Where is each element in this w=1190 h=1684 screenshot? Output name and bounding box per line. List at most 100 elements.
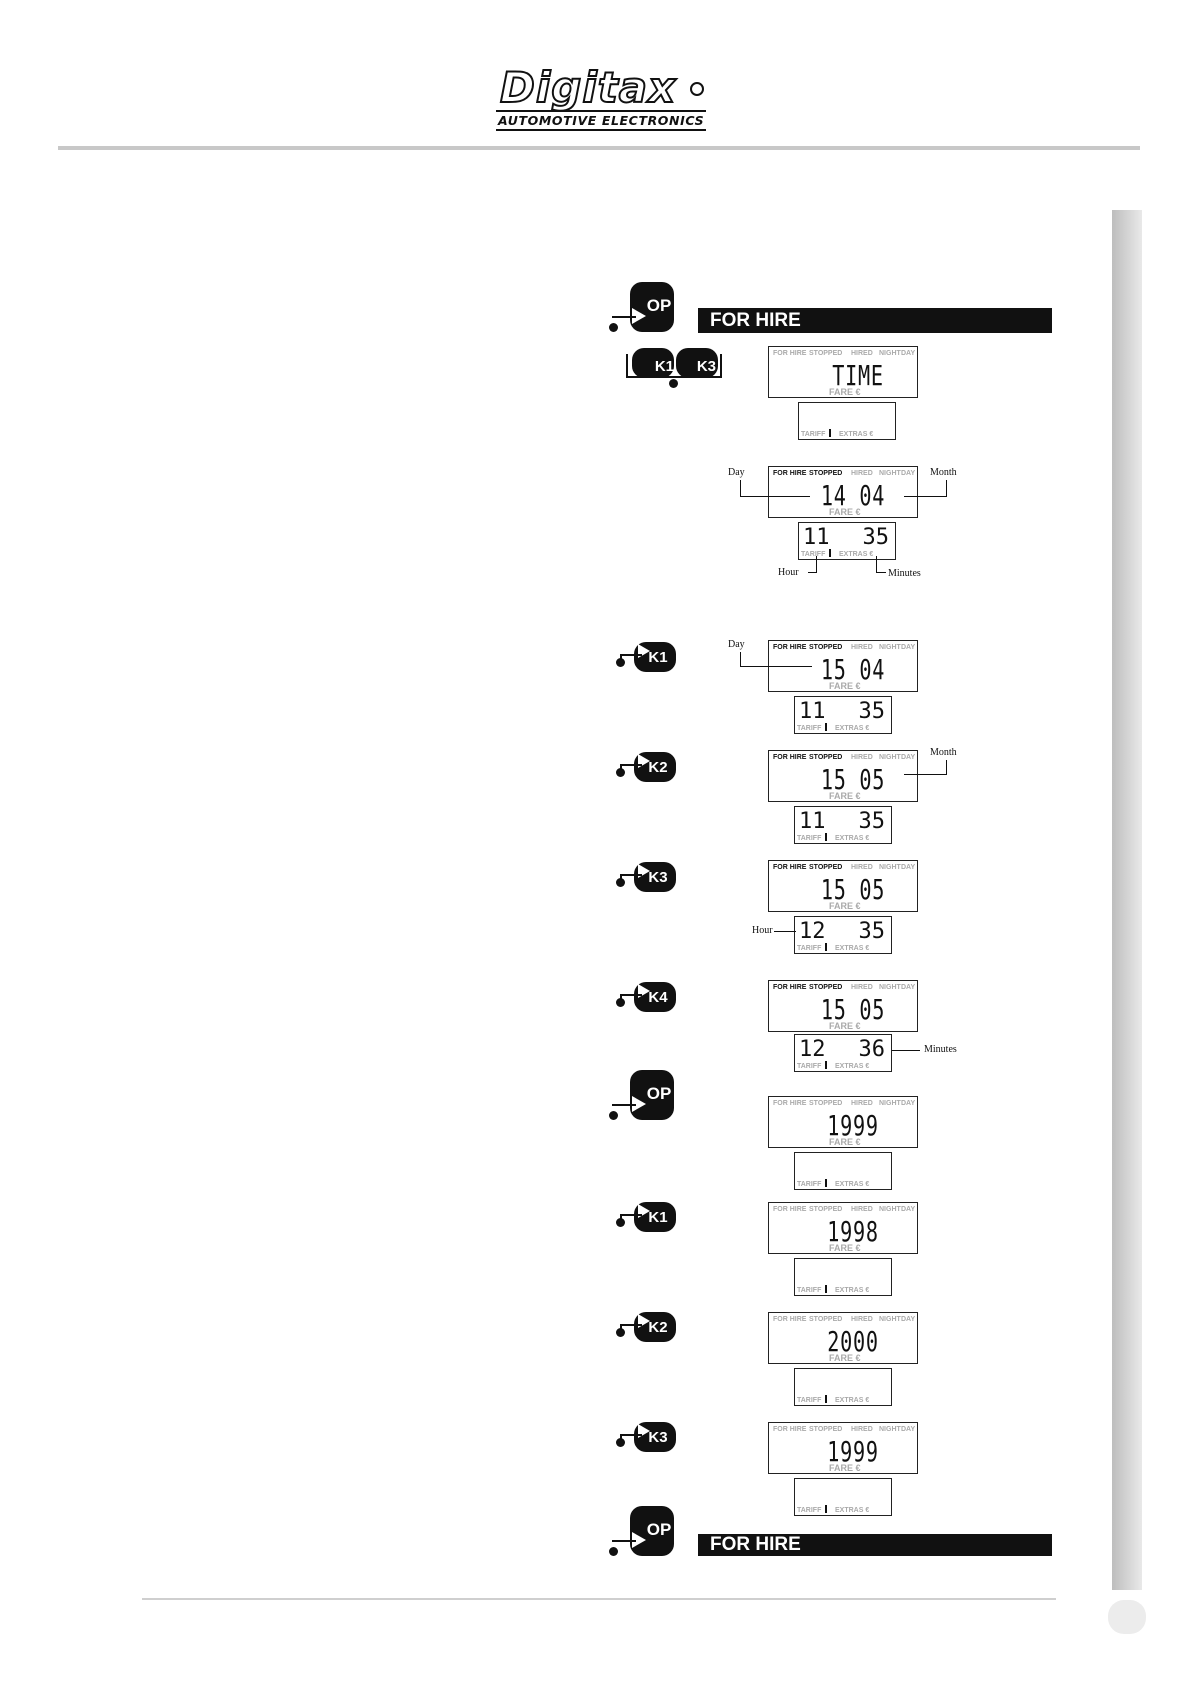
callout-month-3: Month bbox=[930, 747, 957, 758]
callout-minutes-1: Minutes bbox=[888, 568, 921, 579]
tariff-label: TARIFF bbox=[797, 945, 822, 952]
side-bar bbox=[1112, 210, 1142, 1590]
k3-key-step-4: K3 bbox=[616, 860, 678, 894]
ind-night: NIGHT bbox=[879, 644, 901, 651]
k4-key-step-5: K4 bbox=[616, 980, 678, 1014]
lcd-value: 14 04 bbox=[820, 479, 886, 512]
ind-day: DAY bbox=[901, 1426, 916, 1433]
fare-label: FARE € bbox=[829, 681, 861, 691]
fare-label: FARE € bbox=[829, 901, 861, 911]
ind-day: DAY bbox=[901, 1206, 916, 1213]
logo-ring bbox=[690, 82, 704, 96]
fare-label: FARE € bbox=[829, 1463, 861, 1473]
hour-value: 11 bbox=[803, 525, 830, 550]
ind-for-hire: FOR HIRE bbox=[773, 1206, 807, 1213]
ind-day: DAY bbox=[901, 1316, 916, 1323]
ind-for-hire: FOR HIRE bbox=[773, 1316, 807, 1323]
ind-stopped: STOPPED bbox=[809, 1100, 843, 1107]
lcd-value: TIME bbox=[832, 359, 884, 392]
lcd-value: 15 05 bbox=[820, 763, 886, 796]
extras-label: EXTRAS € bbox=[835, 1287, 870, 1294]
k2-key-step-3: K2 bbox=[616, 750, 678, 784]
lcd-value: 1998 bbox=[827, 1215, 879, 1248]
extras-label: EXTRAS € bbox=[835, 725, 870, 732]
fare-label: FARE € bbox=[829, 1243, 861, 1253]
ind-night: NIGHT bbox=[879, 1316, 901, 1323]
tariff-label: TARIFF bbox=[797, 725, 822, 732]
extras-label: EXTRAS € bbox=[835, 835, 870, 842]
minutes-value: 36 bbox=[858, 1037, 886, 1062]
hour-value: 11 bbox=[799, 809, 826, 834]
k2-key-step-8: K2 bbox=[616, 1310, 678, 1344]
ind-hired: HIRED bbox=[851, 864, 873, 871]
tariff-bar bbox=[825, 1505, 827, 1513]
fare-label: FARE € bbox=[829, 1021, 861, 1031]
tariff-bar bbox=[825, 1061, 827, 1069]
lcd-value: 1999 bbox=[827, 1435, 879, 1468]
k1-label: K1 bbox=[654, 358, 674, 375]
extras-label: EXTRAS € bbox=[835, 1507, 870, 1514]
tariff-bar bbox=[829, 429, 831, 437]
ind-stopped: STOPPED bbox=[809, 350, 843, 357]
ind-hired: HIRED bbox=[851, 644, 873, 651]
ind-hired: HIRED bbox=[851, 1100, 873, 1107]
extras-label: EXTRAS € bbox=[839, 431, 874, 438]
ind-stopped: STOPPED bbox=[809, 1426, 843, 1433]
callout-hour-4: Hour bbox=[752, 925, 773, 936]
ind-stopped: STOPPED bbox=[809, 1316, 843, 1323]
ind-stopped: STOPPED bbox=[809, 984, 843, 991]
tariff-bar bbox=[825, 833, 827, 841]
tariff-bar bbox=[825, 1179, 827, 1187]
ind-for-hire: FOR HIRE bbox=[773, 1100, 807, 1107]
k1-key-step-7: K1 bbox=[616, 1200, 678, 1234]
lcd-value: 15 05 bbox=[820, 993, 886, 1026]
lcd-value: 1999 bbox=[827, 1109, 879, 1142]
extras-label: EXTRAS € bbox=[835, 945, 870, 952]
op-key-step-6: OP bbox=[606, 1070, 676, 1128]
k1-k3-combo: K1 K3 bbox=[626, 348, 722, 388]
tariff-bar bbox=[825, 943, 827, 951]
tariff-label: TARIFF bbox=[797, 1397, 822, 1404]
lcd-sub-8: TARIFF EXTRAS € bbox=[794, 1368, 892, 1406]
ind-for-hire: FOR HIRE bbox=[773, 984, 807, 991]
ind-night: NIGHT bbox=[879, 984, 901, 991]
ind-stopped: STOPPED bbox=[809, 1206, 843, 1213]
tariff-label: TARIFF bbox=[797, 1507, 822, 1514]
k3-label: K3 bbox=[696, 358, 716, 375]
page-tab bbox=[1108, 1600, 1146, 1634]
ind-night: NIGHT bbox=[879, 1100, 901, 1107]
ind-hired: HIRED bbox=[851, 350, 873, 357]
extras-label: EXTRAS € bbox=[839, 551, 874, 558]
header-divider bbox=[58, 146, 1140, 150]
ind-hired: HIRED bbox=[851, 470, 873, 477]
ind-night: NIGHT bbox=[879, 1206, 901, 1213]
lcd-value: 2000 bbox=[827, 1325, 879, 1358]
ind-day: DAY bbox=[901, 754, 916, 761]
minutes-value: 35 bbox=[858, 809, 886, 834]
extras-label: EXTRAS € bbox=[835, 1397, 870, 1404]
ind-hired: HIRED bbox=[851, 754, 873, 761]
minutes-value: 35 bbox=[858, 699, 886, 724]
hour-value: 12 bbox=[799, 919, 826, 944]
for-hire-banner-top: FOR HIRE bbox=[698, 308, 1052, 333]
ind-day: DAY bbox=[901, 984, 916, 991]
callout-month-1: Month bbox=[930, 467, 957, 478]
ind-for-hire: FOR HIRE bbox=[773, 864, 807, 871]
tariff-label: TARIFF bbox=[797, 1063, 822, 1070]
op-key-final: OP bbox=[606, 1506, 676, 1564]
ind-hired: HIRED bbox=[851, 1206, 873, 1213]
digitax-logo: Digitax AUTOMOTIVE ELECTRONICS bbox=[490, 63, 710, 134]
lcd-value: 15 05 bbox=[820, 873, 886, 906]
